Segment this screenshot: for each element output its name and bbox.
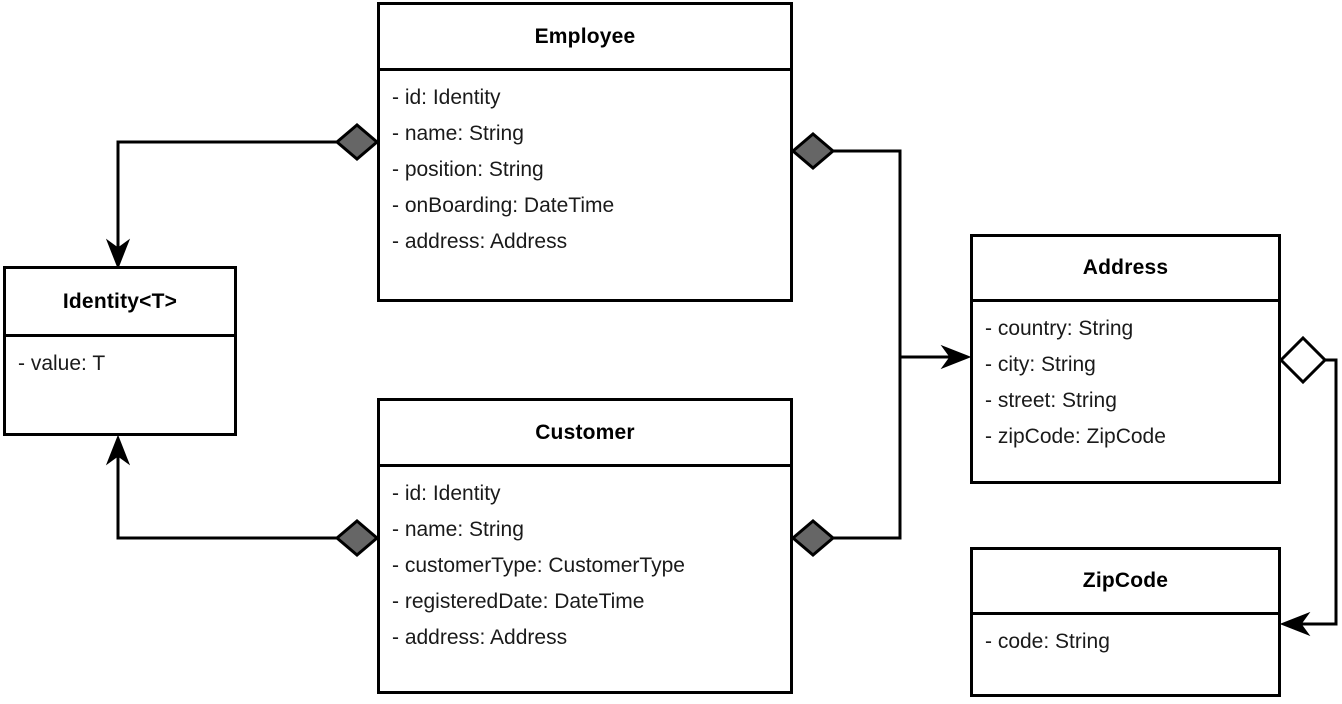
class-attribute: - id: Identity bbox=[392, 86, 501, 109]
filled-diamond-employee-left bbox=[334, 123, 380, 161]
class-attributes-identity: - value: T bbox=[6, 337, 234, 382]
class-attribute: - id: Identity bbox=[392, 482, 501, 505]
arrowhead-zipcode-right bbox=[1279, 611, 1311, 637]
class-box-address[interactable]: Address - country: String - city: String… bbox=[970, 234, 1281, 484]
class-attribute: - city: String bbox=[985, 353, 1096, 376]
class-attribute: - value: T bbox=[18, 352, 106, 375]
arrowhead-identity-bottom bbox=[105, 434, 131, 466]
class-header-zipcode: ZipCode bbox=[973, 550, 1278, 615]
relation-customer-address[interactable] bbox=[790, 357, 902, 557]
class-box-zipcode[interactable]: ZipCode - code: String bbox=[970, 547, 1281, 697]
class-header-customer: Customer bbox=[380, 401, 790, 467]
class-attribute: - position: String bbox=[392, 158, 544, 181]
class-header-employee: Employee bbox=[380, 5, 790, 71]
class-attribute: - customerType: CustomerType bbox=[392, 554, 685, 577]
class-attribute: - zipCode: ZipCode bbox=[985, 425, 1166, 448]
class-header-address: Address bbox=[973, 237, 1278, 302]
class-attributes-customer: - id: Identity - name: String - customer… bbox=[380, 467, 790, 656]
class-title-employee: Employee bbox=[534, 24, 636, 48]
class-attribute: - address: Address bbox=[392, 626, 568, 649]
class-box-customer[interactable]: Customer - id: Identity - name: String -… bbox=[377, 398, 793, 694]
class-title-identity: Identity<T> bbox=[62, 289, 178, 313]
class-attributes-zipcode: - code: String bbox=[973, 615, 1278, 660]
relation-employee-identity[interactable] bbox=[105, 123, 380, 270]
class-attribute: - name: String bbox=[392, 518, 524, 541]
class-attribute: - street: String bbox=[985, 389, 1117, 412]
class-box-employee[interactable]: Employee - id: Identity - name: String -… bbox=[377, 2, 793, 302]
arrowhead-address-left-upper bbox=[940, 344, 972, 370]
class-title-address: Address bbox=[1082, 256, 1169, 279]
class-attribute: - onBoarding: DateTime bbox=[392, 194, 615, 217]
relation-employee-address[interactable] bbox=[790, 132, 972, 370]
class-title-zipcode: ZipCode bbox=[1082, 569, 1169, 592]
relation-address-zipcode[interactable] bbox=[1278, 335, 1338, 637]
class-title-customer: Customer bbox=[535, 420, 635, 444]
class-attribute: - country: String bbox=[985, 317, 1134, 340]
class-attribute: - registeredDate: DateTime bbox=[392, 590, 645, 613]
class-attributes-address: - country: String - city: String - stree… bbox=[973, 302, 1278, 455]
class-box-identity[interactable]: Identity<T> - value: T bbox=[3, 266, 237, 436]
relation-customer-identity[interactable] bbox=[105, 434, 380, 557]
class-header-identity: Identity<T> bbox=[6, 269, 234, 337]
hollow-diamond-address-right bbox=[1278, 335, 1328, 385]
class-attribute: - name: String bbox=[392, 122, 524, 145]
class-attributes-employee: - id: Identity - name: String - position… bbox=[380, 71, 790, 260]
filled-diamond-employee-right bbox=[790, 132, 836, 170]
class-attribute: - code: String bbox=[985, 630, 1110, 653]
filled-diamond-customer-right bbox=[790, 519, 836, 557]
filled-diamond-customer-left bbox=[334, 519, 380, 557]
arrowhead-identity-top bbox=[105, 238, 131, 270]
class-attribute: - address: Address bbox=[392, 230, 568, 253]
